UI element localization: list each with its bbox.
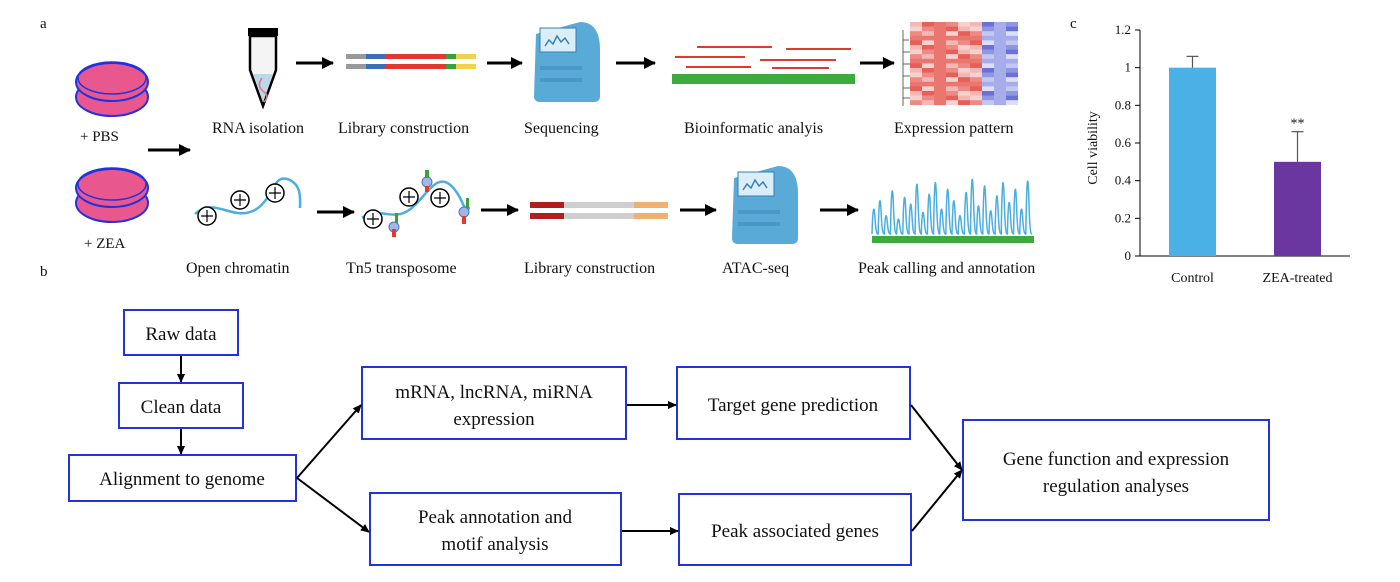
- heatmap-icon: [902, 22, 1018, 106]
- y-tick-label: 0.2: [1115, 210, 1131, 225]
- box-expression-line1: mRNA, lncRNA, miRNA: [395, 382, 593, 403]
- box-peak-genes: [678, 493, 912, 566]
- y-tick-label: 0: [1125, 248, 1132, 263]
- box-clean-data: [118, 382, 244, 429]
- step-peak-calling: Peak calling and annotation: [858, 260, 1035, 277]
- y-axis-label: Cell viability: [1086, 111, 1101, 185]
- panel-label-a: a: [40, 16, 47, 32]
- step-expression-pattern: Expression pattern: [894, 120, 1014, 137]
- atac-sequencer-icon: [732, 166, 798, 244]
- step-sequencing: Sequencing: [524, 120, 599, 137]
- box-peak-annotation-line2: motif analysis: [441, 534, 548, 555]
- box-clean-data-label: Clean data: [141, 397, 222, 418]
- bars: Control ** ZEA-treated: [1169, 55, 1333, 286]
- sequencer-icon: [534, 22, 600, 102]
- treatment-label-pbs: + PBS: [80, 129, 119, 145]
- arrow-align-to-peak: [296, 477, 370, 533]
- y-tick-label: 0.4: [1115, 173, 1132, 188]
- step-atac-seq: ATAC-seq: [722, 260, 789, 277]
- arrow-genes-to-function: [911, 469, 963, 532]
- peak-calling-icon: [871, 178, 1034, 243]
- box-expression-line2: expression: [453, 409, 535, 430]
- significance-label: **: [1291, 117, 1305, 132]
- box-peak-genes-label: Peak associated genes: [711, 521, 879, 542]
- box-gene-function-line1: Gene function and expression: [1003, 449, 1230, 470]
- category-label: ZEA-treated: [1263, 271, 1333, 286]
- panel-label-c: c: [1070, 16, 1077, 32]
- y-tick-label: 0.8: [1115, 97, 1131, 112]
- petri-dish-zea-icon: [75, 167, 149, 223]
- box-target-gene: [676, 366, 911, 440]
- category-label: Control: [1171, 271, 1214, 286]
- y-tick-label: 1: [1125, 60, 1132, 75]
- box-peak-annotation-line1: Peak annotation and: [418, 507, 573, 528]
- petri-dish-pbs-icon: [75, 61, 149, 117]
- tn5-transposome-icon: [361, 170, 471, 237]
- panel-label-b: b: [40, 264, 48, 280]
- panel-b-flowchart: Raw data Clean data Alignment to genome …: [68, 309, 1270, 566]
- box-raw-data: [123, 309, 239, 356]
- box-target-gene-label: Target gene prediction: [708, 395, 879, 416]
- open-chromatin-icon: [194, 177, 302, 226]
- box-gene-function: [962, 419, 1270, 521]
- step-library-construction-rna: Library construction: [338, 120, 469, 137]
- step-bioinformatic-analysis: Bioinformatic analyis: [684, 120, 823, 137]
- box-alignment: [68, 454, 297, 502]
- box-alignment-label: Alignment to genome: [99, 469, 265, 490]
- arrow-target-to-function: [910, 404, 963, 471]
- step-library-construction-atac: Library construction: [524, 260, 655, 277]
- bar: [1169, 67, 1216, 257]
- box-gene-function-line2: regulation analyses: [1043, 476, 1189, 497]
- tube-icon: [248, 28, 278, 110]
- panel-a: + PBS + ZEA RNA isolation Library constr…: [75, 22, 1035, 277]
- box-raw-data-label: Raw data: [145, 324, 217, 345]
- panel-c-chart: 0 0.2 0.4 0.6 0.8 1 1.2 Control ** ZEA-treated C…: [1086, 22, 1350, 286]
- bar: [1274, 161, 1321, 256]
- step-rna-isolation: RNA isolation: [212, 120, 304, 137]
- step-tn5-transposome: Tn5 transposome: [346, 260, 457, 277]
- arrow-align-to-expression: [296, 404, 362, 479]
- atac-library-icon: [530, 202, 668, 219]
- y-tick-label: 1.2: [1115, 22, 1131, 37]
- box-expression: [361, 366, 627, 440]
- step-open-chromatin: Open chromatin: [186, 260, 290, 277]
- library-fragments-icon: [346, 54, 476, 69]
- y-tick-label: 0.6: [1115, 135, 1132, 150]
- treatment-label-zea: + ZEA: [84, 236, 126, 252]
- read-alignment-icon: [672, 46, 855, 84]
- box-peak-annotation: [369, 492, 622, 566]
